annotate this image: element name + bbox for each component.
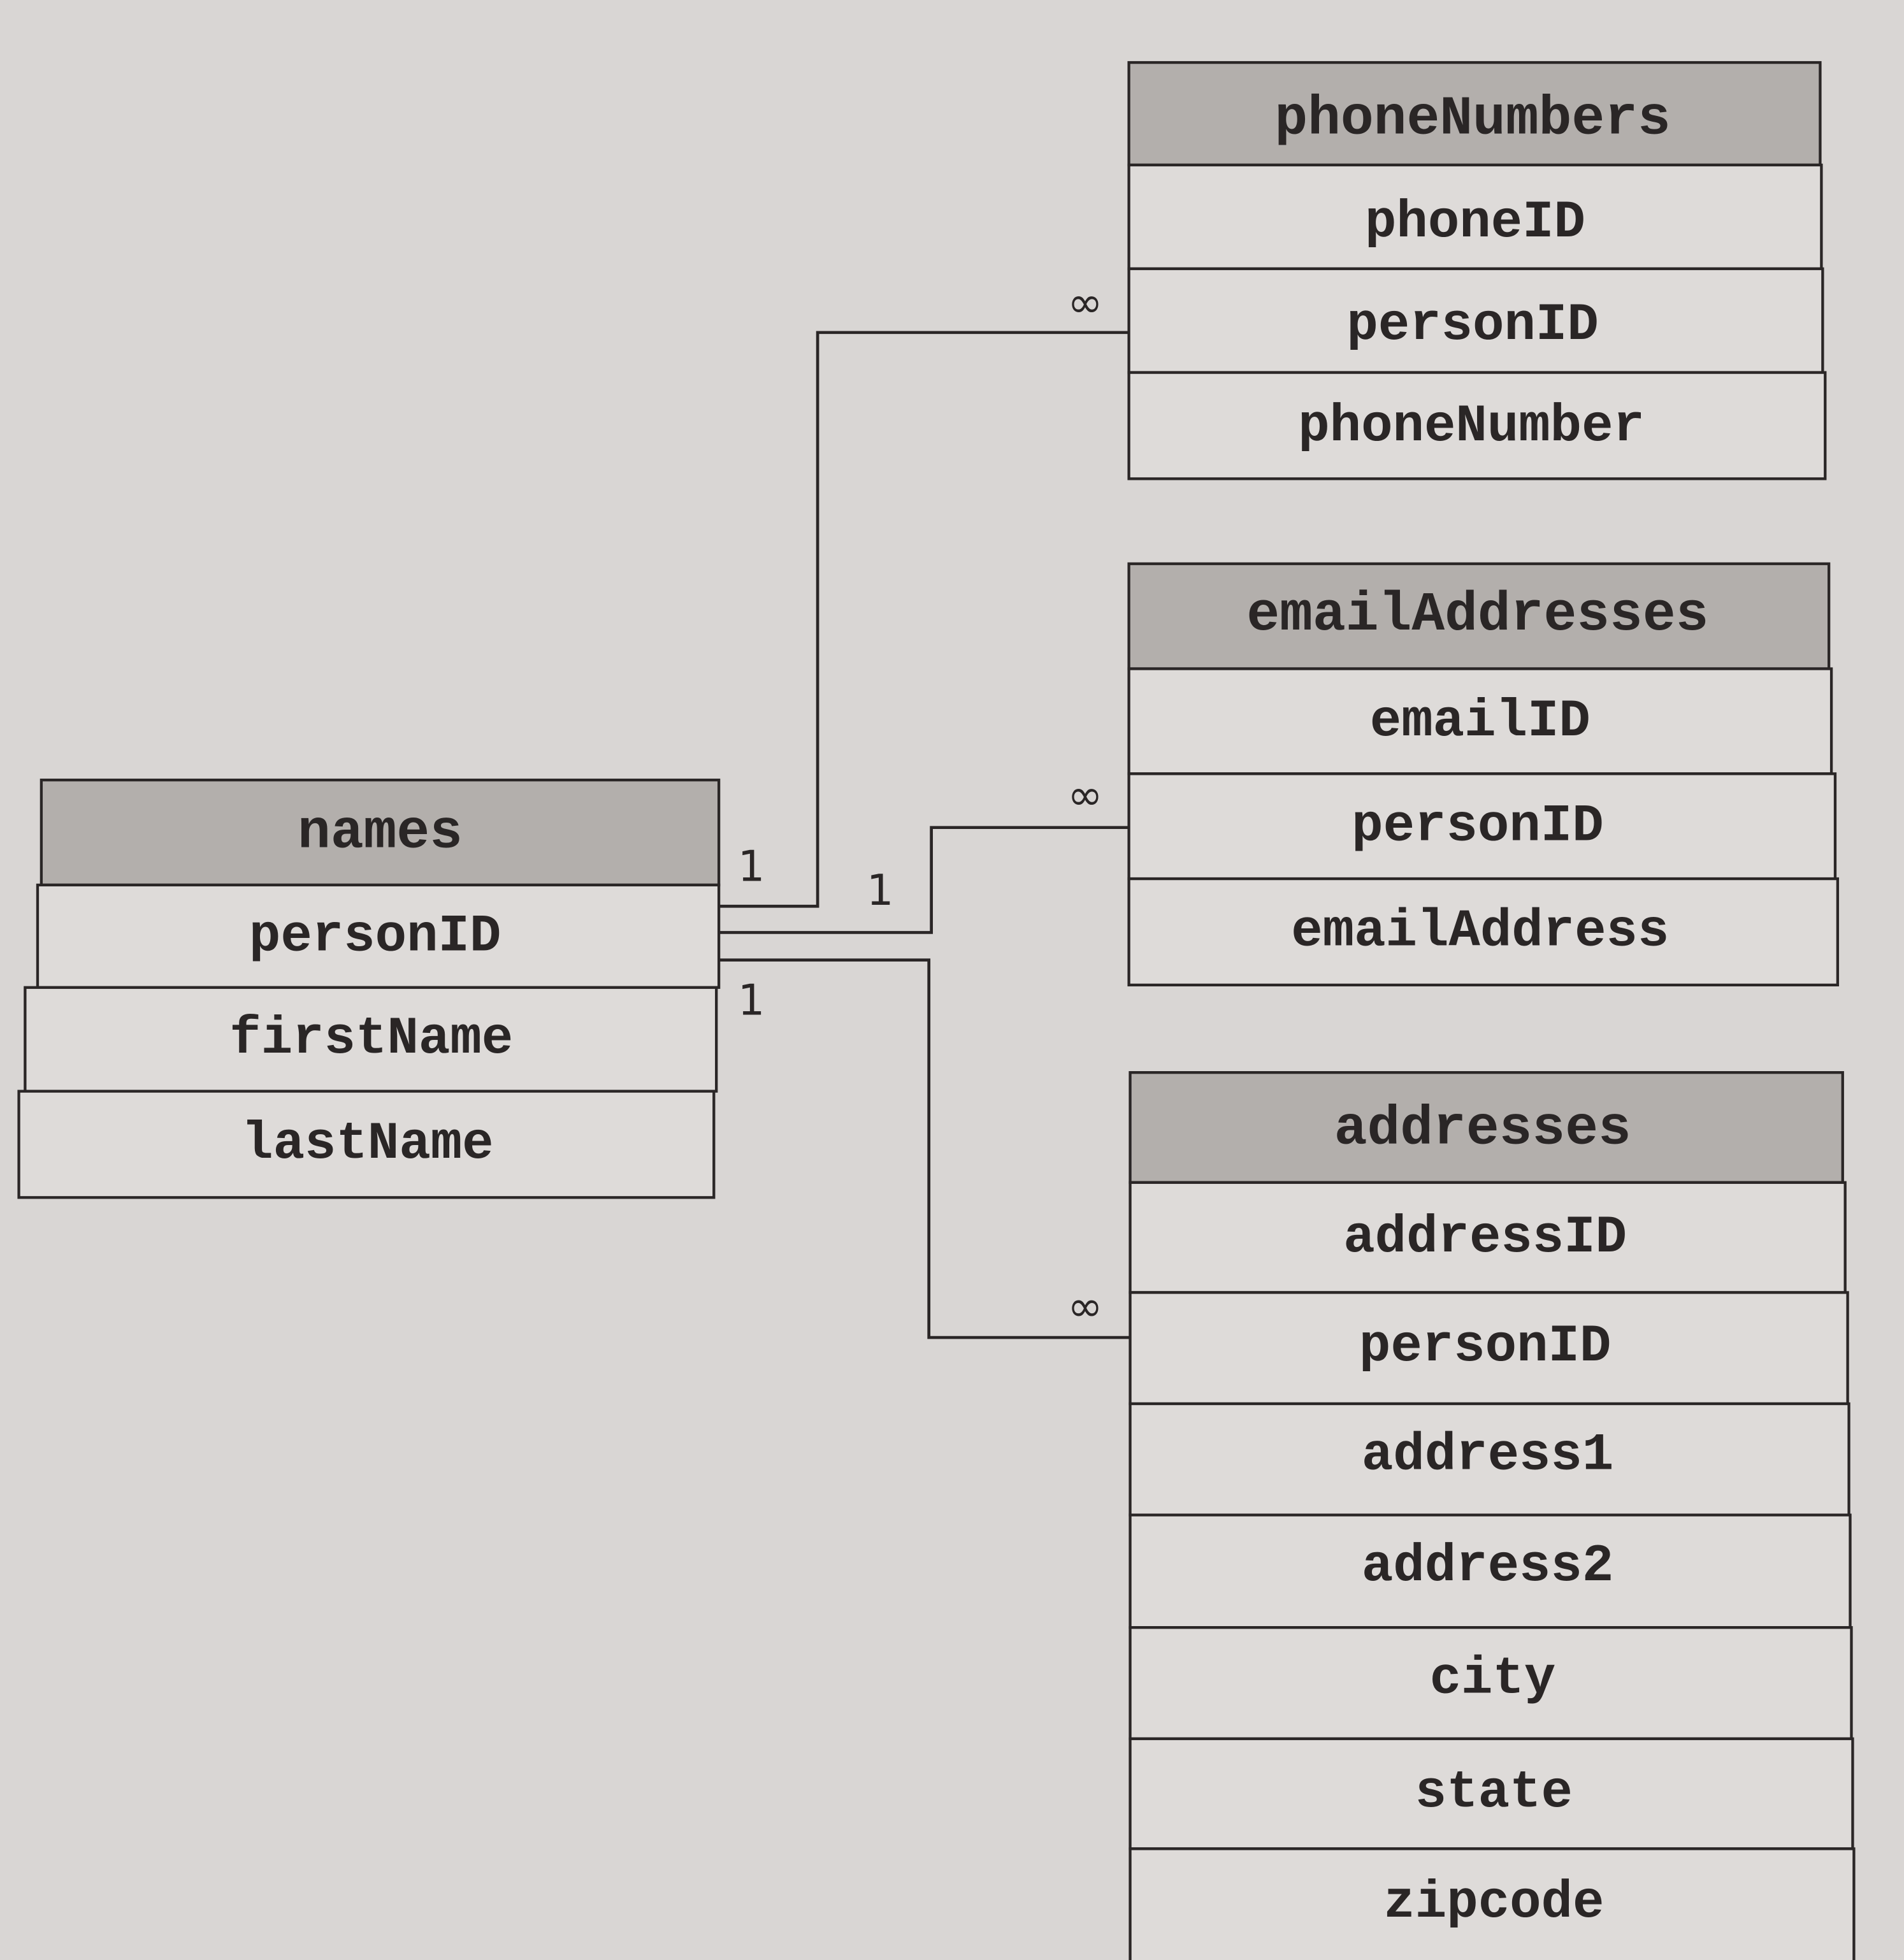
table-row (1129, 1402, 1850, 1517)
field-phoneid: phoneID (1365, 192, 1585, 252)
relationship-address: 1 ∞ (719, 958, 1130, 1339)
connector-line (719, 826, 1129, 934)
many-marker: ∞ (1067, 770, 1103, 820)
field-address2: address2 (1362, 1536, 1613, 1596)
table-phonenumbers: phoneNumbers phoneID personID phoneNumbe… (1127, 61, 1827, 480)
table-addresses: addresses addressID personID address1 ad… (1129, 1071, 1856, 1960)
one-marker: 1 (738, 841, 765, 891)
field-personid: personID (1352, 796, 1603, 856)
many-marker: ∞ (1067, 278, 1103, 328)
field-personid: personID (1346, 295, 1598, 355)
field-addressid: addressID (1343, 1207, 1627, 1267)
field-city: city (1430, 1649, 1556, 1709)
table-row (1129, 1737, 1854, 1850)
field-personid: personID (1359, 1316, 1611, 1376)
table-title: emailAddresses (1246, 584, 1708, 646)
field-state: state (1415, 1762, 1573, 1822)
table-header (40, 778, 721, 887)
table-row (1127, 163, 1823, 270)
field-zipcode: zipcode (1383, 1873, 1604, 1933)
one-marker: 1 (867, 865, 893, 915)
table-row (1129, 1513, 1852, 1629)
table-emailaddresses: emailAddresses emailID personID emailAdd… (1127, 562, 1840, 987)
table-row (1129, 1291, 1849, 1406)
table-title: phoneNumbers (1274, 87, 1670, 150)
table-title: addresses (1334, 1097, 1631, 1160)
field-emailaddress: emailAddress (1291, 901, 1669, 961)
connector-line (719, 958, 1130, 1339)
field-phonenumber: phoneNumber (1298, 396, 1645, 456)
table-row (1127, 772, 1837, 881)
field-lastname: lastName (242, 1114, 493, 1174)
relationship-phone: 1 ∞ (719, 278, 1129, 908)
one-marker: 1 (738, 975, 765, 1025)
table-title: names (298, 802, 463, 864)
table-row (24, 986, 718, 1093)
field-personid: personID (249, 906, 501, 966)
table-row (17, 1090, 716, 1199)
table-row (1127, 877, 1840, 987)
many-marker: ∞ (1067, 1281, 1103, 1331)
field-address1: address1 (1362, 1425, 1613, 1485)
table-row (1127, 371, 1827, 480)
table-row (1127, 667, 1833, 775)
connector-line (719, 331, 1129, 908)
field-emailid: emailID (1370, 691, 1590, 751)
field-firstname: firstName (229, 1009, 513, 1069)
table-row (1129, 1626, 1853, 1740)
table-names: names personID firstName lastName (17, 778, 721, 1199)
relationship-email: 1 ∞ (719, 770, 1129, 934)
table-row (1129, 1847, 1856, 1960)
table-row (1129, 1181, 1847, 1294)
table-row (36, 883, 721, 989)
